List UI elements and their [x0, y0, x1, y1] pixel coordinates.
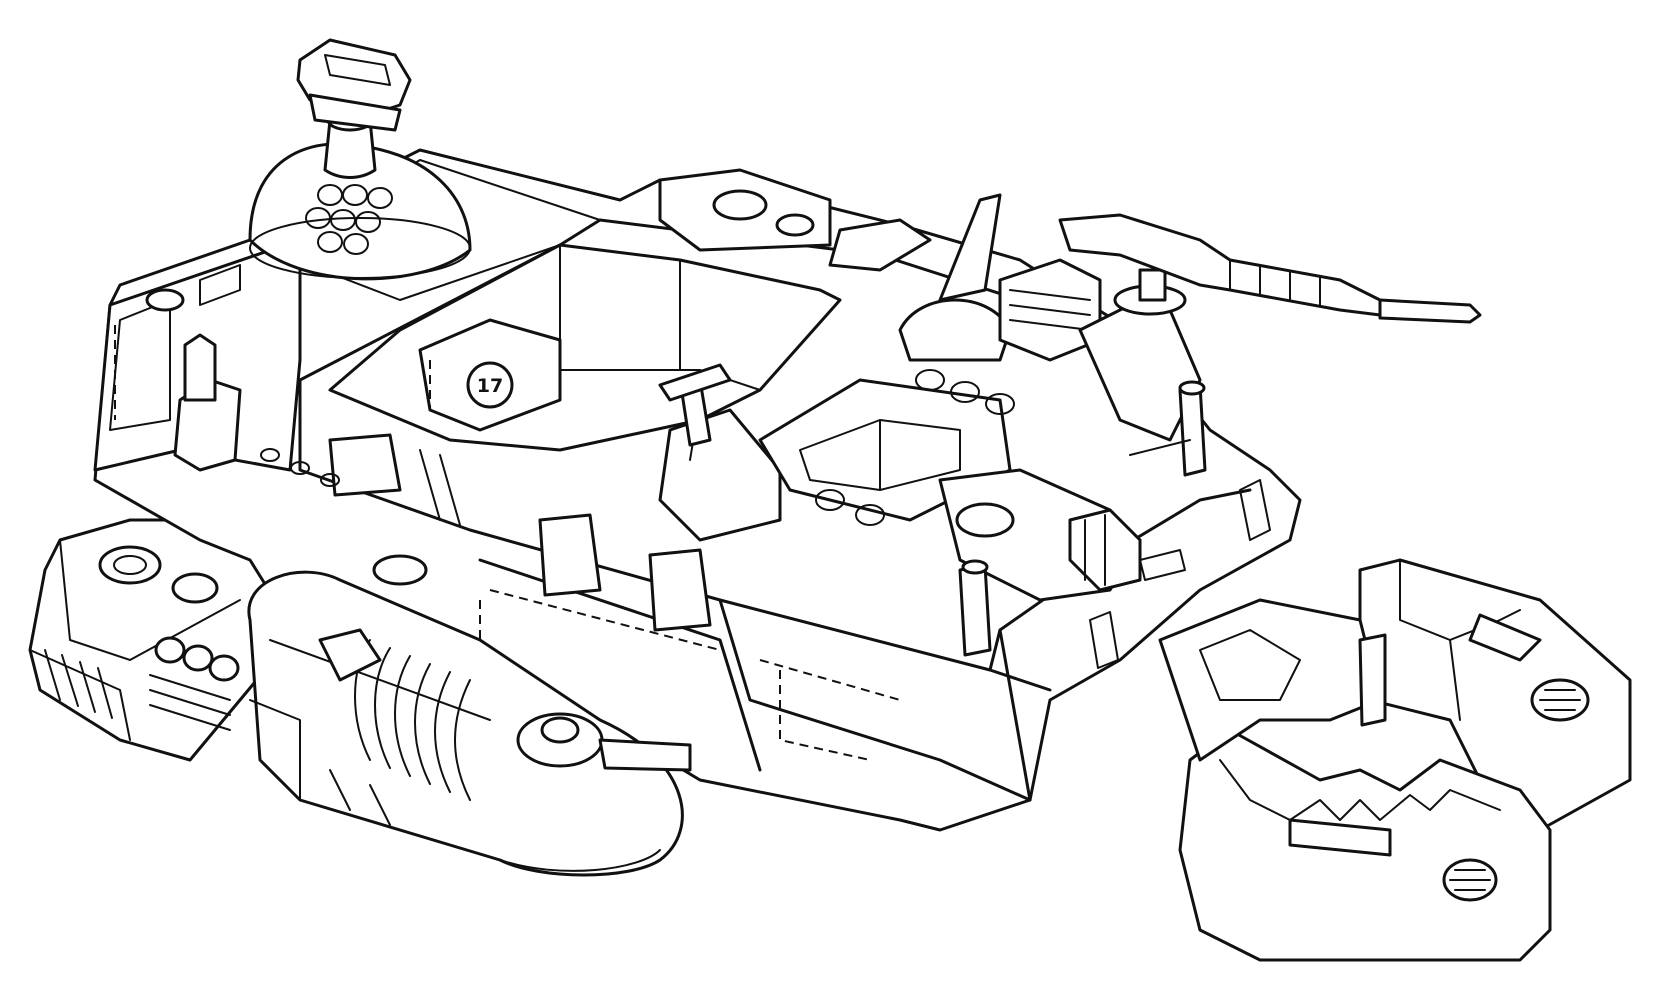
control-lever	[658, 363, 782, 542]
open-cargo-bay: 17	[328, 243, 842, 452]
machine-gun-turret	[998, 213, 1482, 442]
side-storage-boxes	[328, 433, 712, 632]
left-pod-vent-slats	[44, 649, 113, 719]
hull-number-label: 17	[477, 375, 503, 397]
left-front-thruster	[247, 570, 684, 877]
left-pod-canisters	[149, 636, 240, 731]
left-drive-pod	[28, 518, 302, 762]
right-claw	[1358, 558, 1632, 832]
front-exhaust-plate	[598, 738, 692, 772]
radar-dome	[248, 142, 472, 281]
left-claw	[1178, 728, 1552, 962]
thruster-ribs	[354, 639, 471, 801]
dome-hex-panels	[305, 184, 393, 255]
claw-mount	[1158, 598, 1387, 762]
left-pod-dome-cap	[171, 572, 219, 604]
sensor-periscope	[296, 38, 412, 179]
rear-panel-lights	[260, 448, 428, 586]
right-side-seat	[938, 468, 1142, 657]
hull-vents	[1089, 479, 1271, 669]
rear-console	[658, 168, 932, 272]
antenna-post	[1129, 380, 1207, 477]
left-superstructure	[93, 159, 601, 472]
left-pod-hatch	[98, 545, 162, 585]
